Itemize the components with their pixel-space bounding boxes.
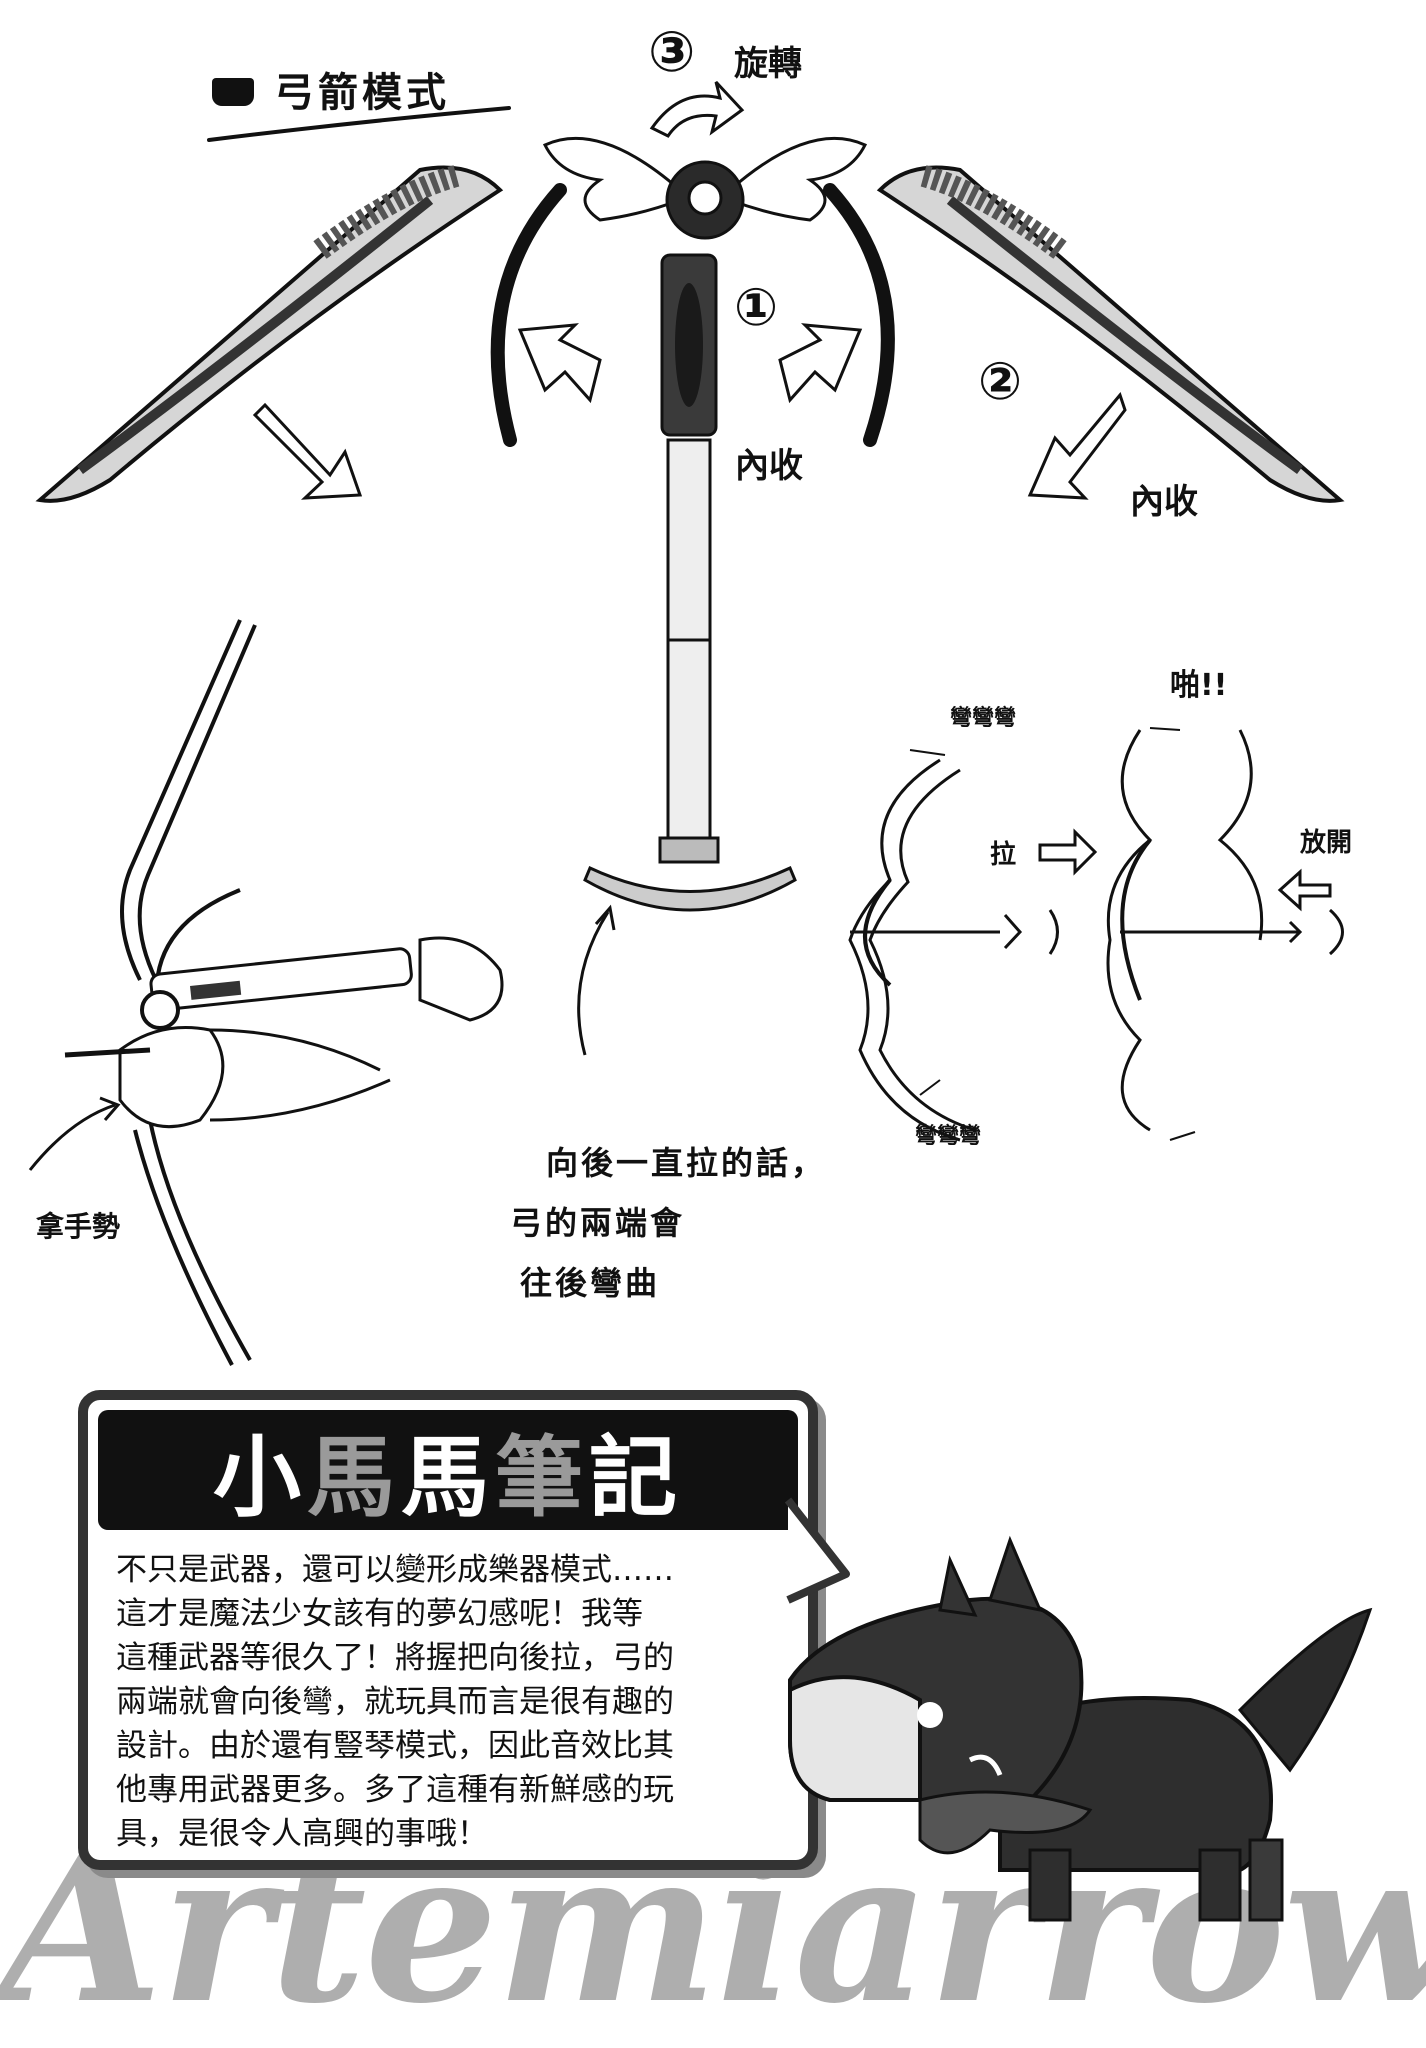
note-title-part-5: 記: [589, 1425, 684, 1529]
note-title-part-1: 小: [212, 1425, 307, 1529]
grip-label: 拿手勢: [36, 1210, 121, 1243]
note-title-part-4: 筆: [495, 1425, 590, 1529]
note-line-7: 具，是很令人高興的事哦！: [116, 1816, 488, 1852]
pull-label: 拉: [990, 840, 1017, 870]
down-arrow-left-icon: [252, 402, 363, 500]
note-title-part-3: 馬: [400, 1425, 495, 1529]
step3-number: ③: [648, 20, 696, 85]
note-line-1: 不只是武器，還可以變形成樂器模式……: [116, 1552, 674, 1588]
note-line-2: 這才是魔法少女該有的夢幻感呢！我等: [116, 1596, 643, 1632]
note-speech-tail: [784, 1497, 850, 1604]
note-line-3: 這種武器等很久了！將握把向後拉，弓的: [116, 1640, 674, 1676]
note-line-5: 設計。由於還有豎琴模式，因此音效比其: [116, 1728, 674, 1764]
caption-line-2: 弓的兩端會: [510, 1204, 686, 1242]
horse-mascot-icon: [788, 1535, 1373, 1922]
pointer-arrow-icon: [577, 911, 610, 1056]
caption-line-1: 向後一直拉的話，: [546, 1144, 827, 1182]
pull-caption: 向後一直拉的話， 弓的兩端會 往後彎曲: [510, 1138, 826, 1304]
inward-arrow-left-icon: [517, 323, 602, 404]
down-arrow-right-icon: [1027, 391, 1127, 500]
bend-bottom-label: 彎彎彎: [915, 1124, 982, 1149]
note-line-4: 兩端就會向後彎，就玩具而言是很有趣的: [116, 1684, 674, 1720]
note-body: 不只是武器，還可以變形成樂器模式…… 這才是魔法少女該有的夢幻感呢！我等 這種武…: [116, 1548, 786, 1852]
bow-mode-sketch: [35, 80, 1345, 1056]
bend-sequence-sketch: [848, 727, 1344, 1142]
note-panel: 小馬馬筆記 不只是武器，還可以變形成樂器模式…… 這才是魔法少女該有的夢幻感呢！…: [78, 1390, 818, 1870]
title-underline: [207, 106, 511, 142]
note-title: 小馬馬筆記: [213, 1407, 683, 1534]
release-label: 放開: [1300, 828, 1353, 858]
left-wing: [542, 137, 682, 222]
note-header: 小馬馬筆記: [98, 1410, 798, 1530]
bow-foot: [583, 865, 797, 912]
inward-arrow-right-icon: [778, 323, 863, 404]
snap-label: 啪!!: [1170, 668, 1228, 703]
rotate-arrow-icon: [649, 80, 745, 138]
step1-label: 內收: [735, 446, 803, 486]
bend-top-label: 彎彎彎: [950, 706, 1017, 731]
step1-number: ①: [734, 278, 779, 338]
grip-pose-sketch: [28, 619, 504, 1366]
book-icon: [212, 78, 254, 106]
step2-label: 內收: [1130, 482, 1198, 522]
note-title-part-2: 馬: [306, 1425, 401, 1529]
step3-label: 旋轉: [734, 44, 802, 84]
step2-number: ②: [978, 352, 1023, 412]
caption-line-3: 往後彎曲: [520, 1264, 661, 1302]
note-line-6: 他專用武器更多。多了這種有新鮮感的玩: [116, 1772, 674, 1808]
right-wing: [728, 137, 868, 222]
pull-arrow-icon: [1038, 828, 1098, 876]
section-title: 弓箭模式: [274, 70, 450, 116]
release-arrow-icon: [1277, 868, 1332, 912]
